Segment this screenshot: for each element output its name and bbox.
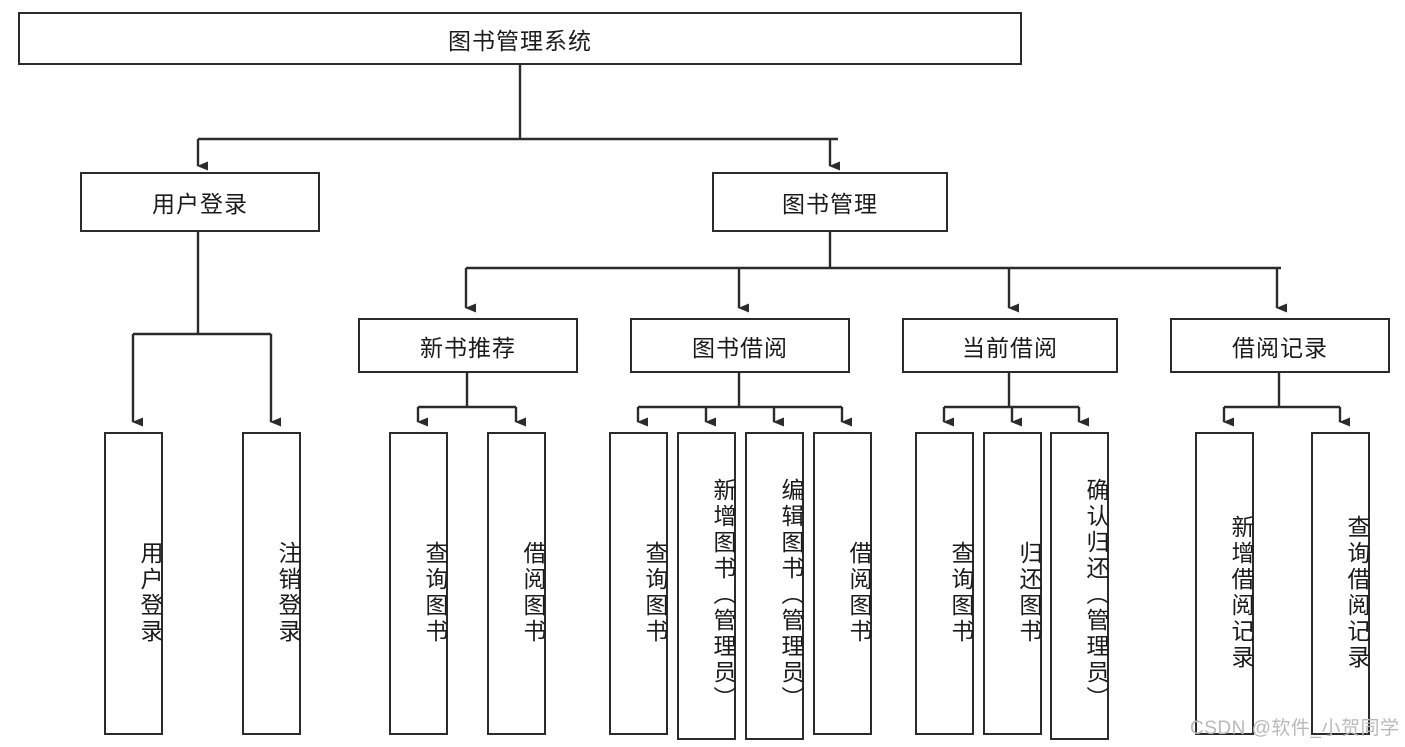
node-root-label: 图书管理系统 [448, 27, 592, 54]
leaf-borrow-borrow-book-label: 借阅图书 [846, 540, 872, 645]
leaf-record-query-record-label: 查询借阅记录 [1344, 514, 1370, 671]
leaf-borrow-add-book[interactable]: 新增图书（管理员） [677, 432, 736, 740]
node-user-login[interactable]: 用户登录 [80, 172, 320, 232]
leaf-current-confirm-return-label: 确认归还（管理员） [1083, 478, 1109, 712]
leaf-borrow-edit-book-label: 编辑图书（管理员） [778, 478, 804, 712]
node-root[interactable]: 图书管理系统 [18, 12, 1022, 65]
leaf-recommend-borrow-book-label: 借阅图书 [520, 540, 546, 645]
leaf-current-query-book-label: 查询图书 [948, 540, 974, 645]
leaf-current-query-book[interactable]: 查询图书 [915, 432, 974, 735]
leaf-record-query-record[interactable]: 查询借阅记录 [1311, 432, 1370, 735]
leaf-borrow-edit-book[interactable]: 编辑图书（管理员） [745, 432, 804, 740]
leaf-borrow-borrow-book[interactable]: 借阅图书 [813, 432, 872, 735]
leaf-user-login-logout-label: 注销登录 [275, 540, 301, 645]
node-new-book-recommend-label: 新书推荐 [420, 334, 516, 361]
leaf-recommend-query-book[interactable]: 查询图书 [389, 432, 448, 735]
leaf-current-return-book[interactable]: 归还图书 [983, 432, 1042, 735]
node-book-borrow[interactable]: 图书借阅 [630, 318, 850, 373]
leaf-user-login-logout[interactable]: 注销登录 [242, 432, 301, 735]
leaf-recommend-query-book-label: 查询图书 [422, 540, 448, 645]
leaf-current-return-book-label: 归还图书 [1016, 540, 1042, 645]
leaf-recommend-borrow-book[interactable]: 借阅图书 [487, 432, 546, 735]
node-borrow-record-label: 借阅记录 [1232, 334, 1328, 361]
leaf-record-add-record[interactable]: 新增借阅记录 [1195, 432, 1254, 735]
leaf-borrow-query-book[interactable]: 查询图书 [609, 432, 668, 735]
node-book-borrow-label: 图书借阅 [692, 334, 788, 361]
node-current-borrow-label: 当前借阅 [962, 334, 1058, 361]
leaf-user-login-login[interactable]: 用户登录 [104, 432, 163, 735]
leaf-record-add-record-label: 新增借阅记录 [1228, 514, 1254, 671]
node-current-borrow[interactable]: 当前借阅 [902, 318, 1118, 373]
node-user-login-label: 用户登录 [152, 191, 248, 217]
node-borrow-record[interactable]: 借阅记录 [1170, 318, 1390, 373]
node-book-management[interactable]: 图书管理 [712, 172, 948, 232]
csdn-watermark: CSDN @软件_小贺同学 [1190, 718, 1400, 739]
node-book-management-label: 图书管理 [782, 191, 878, 217]
leaf-borrow-add-book-label: 新增图书（管理员） [710, 478, 736, 712]
node-new-book-recommend[interactable]: 新书推荐 [358, 318, 578, 373]
leaf-borrow-query-book-label: 查询图书 [642, 540, 668, 645]
leaf-current-confirm-return[interactable]: 确认归还（管理员） [1050, 432, 1109, 740]
leaf-user-login-login-label: 用户登录 [137, 540, 163, 645]
